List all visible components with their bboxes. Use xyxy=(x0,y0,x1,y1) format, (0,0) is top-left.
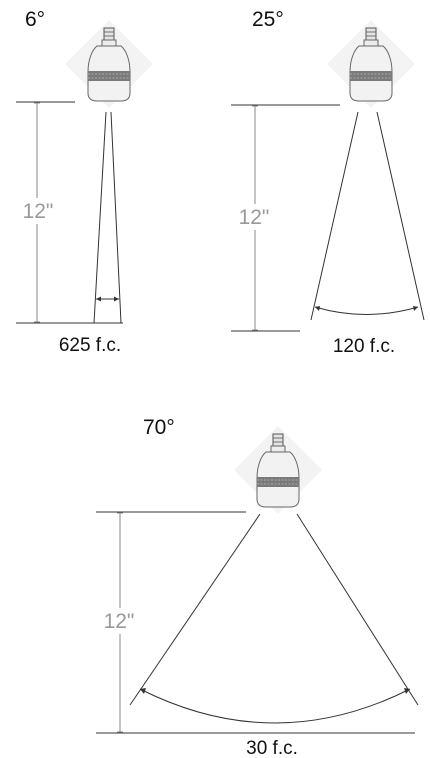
lamp-icon xyxy=(326,19,416,109)
beam-width-arc xyxy=(314,306,419,315)
beam-width-arc xyxy=(139,688,411,724)
illuminance-label: 625 f.c. xyxy=(59,335,121,356)
beam-angle-label: 70° xyxy=(143,416,175,439)
beam-edge-left xyxy=(310,111,359,321)
beam-edge-right xyxy=(110,111,122,324)
distance-label: 12" xyxy=(239,206,270,229)
illuminance-label: 120 f.c. xyxy=(333,336,395,357)
beam-edge-left xyxy=(93,111,107,324)
beam-edge-right xyxy=(296,513,419,706)
illuminance-label: 30 f.c. xyxy=(246,738,298,758)
diagram-70-degree: 70° 12" 30 f.c. xyxy=(96,416,419,758)
lamp-icon xyxy=(64,19,154,109)
distance-label: 12" xyxy=(23,200,54,223)
distance-label: 12" xyxy=(104,610,135,633)
beam-edge-left xyxy=(129,513,261,706)
beam-angle-label: 6° xyxy=(25,8,45,31)
beam-edge-right xyxy=(376,111,425,321)
beam-angle-label: 25° xyxy=(252,8,284,31)
diagram-6-degree: 6° 12" 625 f.c. xyxy=(16,8,154,356)
diagram-25-degree: 25° 12" 120 f.c. xyxy=(231,8,425,357)
lamp-icon xyxy=(233,425,323,515)
